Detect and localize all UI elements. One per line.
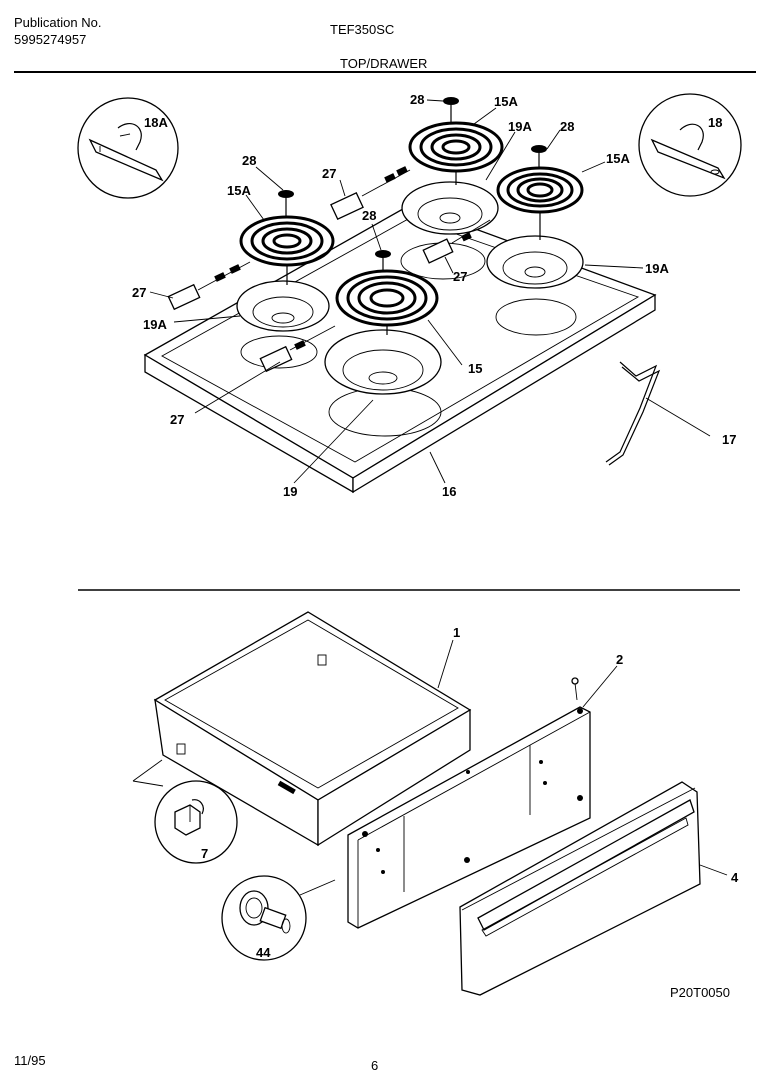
callout-15A-back: 15A [494,94,518,109]
model-number: TEF350SC [330,22,395,37]
callout-19: 19 [283,484,297,499]
footer-date: 11/95 [14,1053,46,1068]
drip-bowl-left-19A [236,280,330,332]
callout-18A: 18A [144,115,168,130]
surface-element-back-15A [408,121,504,185]
terminal-block-mid-27 [422,219,491,264]
callout-15: 15 [468,361,482,376]
callout-15A-right: 15A [606,151,630,166]
header-rule [14,71,756,73]
support-rod-17 [605,361,658,463]
callout-19A-left: 19A [143,317,167,332]
callout-4: 4 [731,870,739,885]
section-title: TOP/DRAWER [340,56,428,71]
callout-27-bottom: 27 [170,412,184,427]
callout-17: 17 [722,432,736,447]
drawer-body-1 [153,611,472,847]
cooktop-assembly [77,93,742,494]
leader-lines-top [119,99,711,484]
ring-retainer-center-28 [375,250,391,258]
ring-retainer-right-28 [531,145,547,153]
publication-number: 5995274957 [14,32,87,47]
ring-retainer-left-28 [278,190,294,198]
callout-28-right: 28 [560,119,574,134]
drawer-assembly [132,611,728,996]
callout-19A-back: 19A [508,119,532,134]
ring-retainer-back-28 [443,97,459,105]
callout-18: 18 [708,115,722,130]
callout-44: 44 [256,945,271,960]
drawer-handle-panel-4 [459,781,701,996]
callout-7: 7 [201,846,208,861]
callout-15A-left: 15A [227,183,251,198]
callout-28-center: 28 [362,208,376,223]
terminal-block-left-27 [167,261,251,311]
terminal-block-top-27 [330,166,411,221]
detail-circle-18 [638,93,742,197]
drip-bowl-back-19A [401,181,499,235]
leader-lines-bottom [132,639,728,896]
detail-circle-7 [154,780,238,864]
surface-element-right-15A [496,166,584,240]
callout-28-left: 28 [242,153,256,168]
page-number: 6 [371,1058,379,1073]
opening-right [495,298,577,336]
terminal-block-bottom-27 [259,325,336,373]
callout-28-back: 28 [410,92,424,107]
callout-27-mid: 27 [453,269,467,284]
callout-16: 16 [442,484,456,499]
drip-bowl-right-19A [486,235,584,289]
surface-element-left-15A [239,215,335,285]
callout-27-left: 27 [132,285,146,300]
detail-circle-18A [77,97,179,199]
drip-bowl-front-19 [324,329,442,395]
callout-1: 1 [453,625,460,640]
drawer-front-panel-2 [347,677,591,929]
callout-19A-right: 19A [645,261,669,276]
diagram-code: P20T0050 [670,985,730,1000]
callout-2: 2 [616,652,623,667]
publication-label: Publication No. [14,15,102,30]
callout-27-top: 27 [322,166,336,181]
opening-left [240,335,318,369]
surface-element-front-15 [335,269,439,335]
detail-circle-44 [221,875,307,961]
